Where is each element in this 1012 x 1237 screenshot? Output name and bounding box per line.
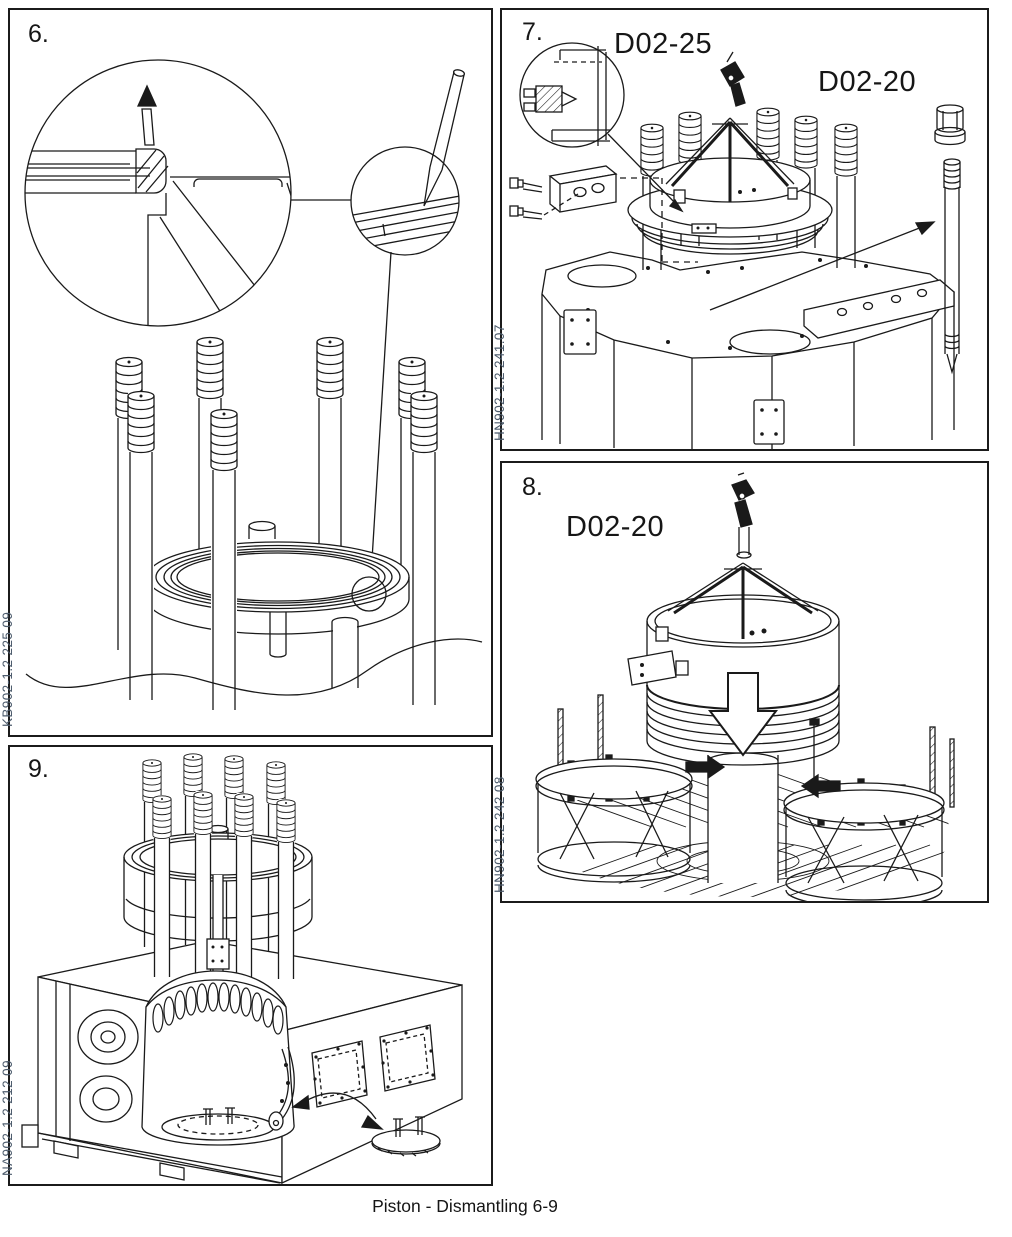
figure-code: NA902-1.2 212 09	[0, 1060, 15, 1176]
tool-label-d02-20: D02-20	[566, 511, 665, 543]
illustration-piston-lowering	[535, 472, 955, 901]
figure-panel-7: 7. D02-25 D02-20 HN902-1.2 241.07	[492, 8, 989, 451]
illustration-piston-lifting-tools	[509, 42, 966, 449]
page-caption: Piston - Dismantling 6-9	[372, 1196, 558, 1216]
illustration-ring-marking	[24, 59, 483, 713]
figure-code: KB902-1.2 225 09	[0, 611, 15, 727]
tool-label-d02-20: D02-20	[818, 66, 917, 98]
panel-number: 7.	[522, 18, 543, 46]
figure-code: HN902-1.2 242 08	[492, 776, 507, 893]
tool-label-d02-25: D02-25	[614, 28, 713, 60]
figure-panel-9: 9. NA902-1.2 212 09	[0, 745, 493, 1186]
illustration-piston-on-block	[21, 753, 463, 1184]
panel-number: 8.	[522, 473, 543, 501]
figure-code: HN902-1.2 241.07	[492, 324, 507, 441]
figure-panel-6: 6. KB902-1.2 225 09	[0, 8, 493, 737]
panel-number: 6.	[28, 20, 49, 48]
figure-panel-8: 8. D02-20 HN902-1.2 242 08	[492, 461, 989, 903]
panel-number: 9.	[28, 755, 49, 783]
